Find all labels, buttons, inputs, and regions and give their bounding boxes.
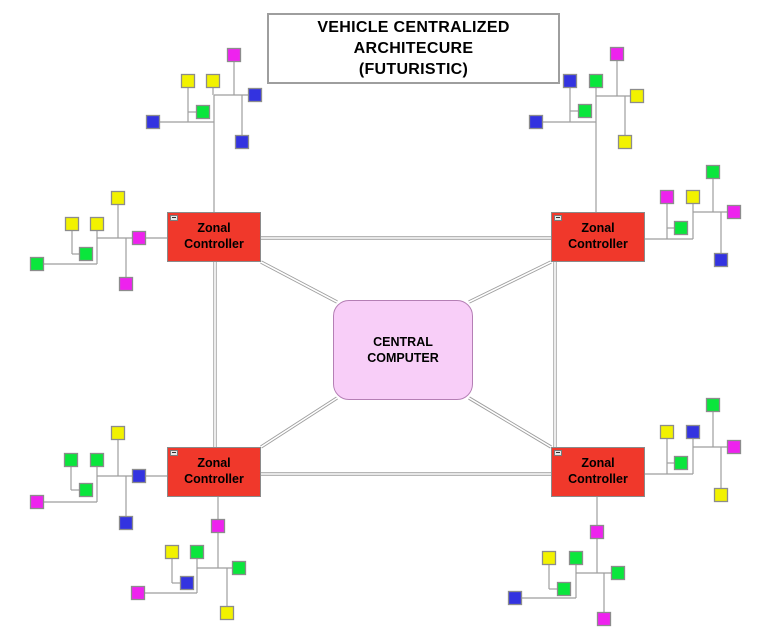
central-computer-label: CENTRAL COMPUTER bbox=[367, 334, 439, 365]
backbone-link-gap bbox=[260, 397, 338, 448]
collapse-icon bbox=[170, 450, 178, 456]
ecu-node-yellow bbox=[617, 134, 633, 150]
ecu-node-yellow bbox=[713, 487, 729, 503]
ecu-node-green bbox=[63, 452, 79, 468]
ecu-node-green bbox=[673, 455, 689, 471]
ecu-node-magenta bbox=[29, 494, 45, 510]
ecu-node-yellow bbox=[164, 544, 180, 560]
ecu-node-magenta bbox=[131, 230, 147, 246]
ecu-node-green bbox=[577, 103, 593, 119]
ecu-node-yellow bbox=[629, 88, 645, 104]
ecu-node-yellow bbox=[659, 424, 675, 440]
ecu-node-green bbox=[78, 246, 94, 262]
ecu-node-yellow bbox=[685, 189, 701, 205]
ecu-node-green bbox=[78, 482, 94, 498]
ecu-node-green bbox=[705, 164, 721, 180]
ecu-node-blue bbox=[562, 73, 578, 89]
ecu-node-magenta bbox=[596, 611, 612, 627]
zonal-controller-label: Zonal Controller bbox=[184, 456, 244, 486]
ecu-node-blue bbox=[145, 114, 161, 130]
ecu-node-green bbox=[89, 452, 105, 468]
central-computer-node: CENTRAL COMPUTER bbox=[333, 300, 473, 400]
ecu-node-blue bbox=[131, 468, 147, 484]
ecu-node-blue bbox=[118, 515, 134, 531]
zonal-controller-label: Zonal Controller bbox=[568, 456, 628, 486]
ecu-node-yellow bbox=[110, 190, 126, 206]
ecu-node-yellow bbox=[205, 73, 221, 89]
ecu-node-green bbox=[610, 565, 626, 581]
zonal-controller-top-left: Zonal Controller bbox=[167, 212, 261, 262]
diagram-title: VEHICLE CENTRALIZED ARCHITECURE (FUTURIS… bbox=[267, 13, 560, 84]
ecu-node-magenta bbox=[589, 524, 605, 540]
ecu-node-green bbox=[673, 220, 689, 236]
ecu-node-green bbox=[568, 550, 584, 566]
ecu-node-green bbox=[556, 581, 572, 597]
ecu-node-green bbox=[189, 544, 205, 560]
collapse-icon bbox=[554, 450, 562, 456]
ecu-node-blue bbox=[179, 575, 195, 591]
collapse-icon bbox=[554, 215, 562, 221]
ecu-node-yellow bbox=[64, 216, 80, 232]
ecu-node-magenta bbox=[659, 189, 675, 205]
ecu-node-yellow bbox=[89, 216, 105, 232]
ecu-node-blue bbox=[685, 424, 701, 440]
ecu-node-yellow bbox=[541, 550, 557, 566]
ecu-node-yellow bbox=[219, 605, 235, 621]
ecu-node-blue bbox=[247, 87, 263, 103]
ecu-node-blue bbox=[713, 252, 729, 268]
ecu-node-green bbox=[588, 73, 604, 89]
zonal-controller-bottom-left: Zonal Controller bbox=[167, 447, 261, 497]
backbone-link-gap bbox=[468, 397, 552, 448]
ecu-node-magenta bbox=[609, 46, 625, 62]
backbone-link-gap bbox=[260, 261, 338, 303]
ecu-node-magenta bbox=[130, 585, 146, 601]
ecu-node-yellow bbox=[180, 73, 196, 89]
ecu-node-magenta bbox=[726, 204, 742, 220]
zonal-controller-bottom-right: Zonal Controller bbox=[551, 447, 645, 497]
ecu-node-green bbox=[29, 256, 45, 272]
ecu-node-green bbox=[195, 104, 211, 120]
ecu-node-magenta bbox=[210, 518, 226, 534]
ecu-node-blue bbox=[528, 114, 544, 130]
zonal-controller-top-right: Zonal Controller bbox=[551, 212, 645, 262]
ecu-node-magenta bbox=[118, 276, 134, 292]
diagram-title-text: VEHICLE CENTRALIZED ARCHITECURE (FUTURIS… bbox=[317, 18, 510, 79]
zonal-controller-label: Zonal Controller bbox=[184, 221, 244, 251]
collapse-icon bbox=[170, 215, 178, 221]
backbone-link-gap bbox=[468, 261, 552, 303]
ecu-node-green bbox=[231, 560, 247, 576]
ecu-node-yellow bbox=[110, 425, 126, 441]
ecu-node-green bbox=[705, 397, 721, 413]
zonal-controller-label: Zonal Controller bbox=[568, 221, 628, 251]
ecu-node-magenta bbox=[726, 439, 742, 455]
ecu-node-blue bbox=[507, 590, 523, 606]
ecu-node-magenta bbox=[226, 47, 242, 63]
ecu-node-blue bbox=[234, 134, 250, 150]
